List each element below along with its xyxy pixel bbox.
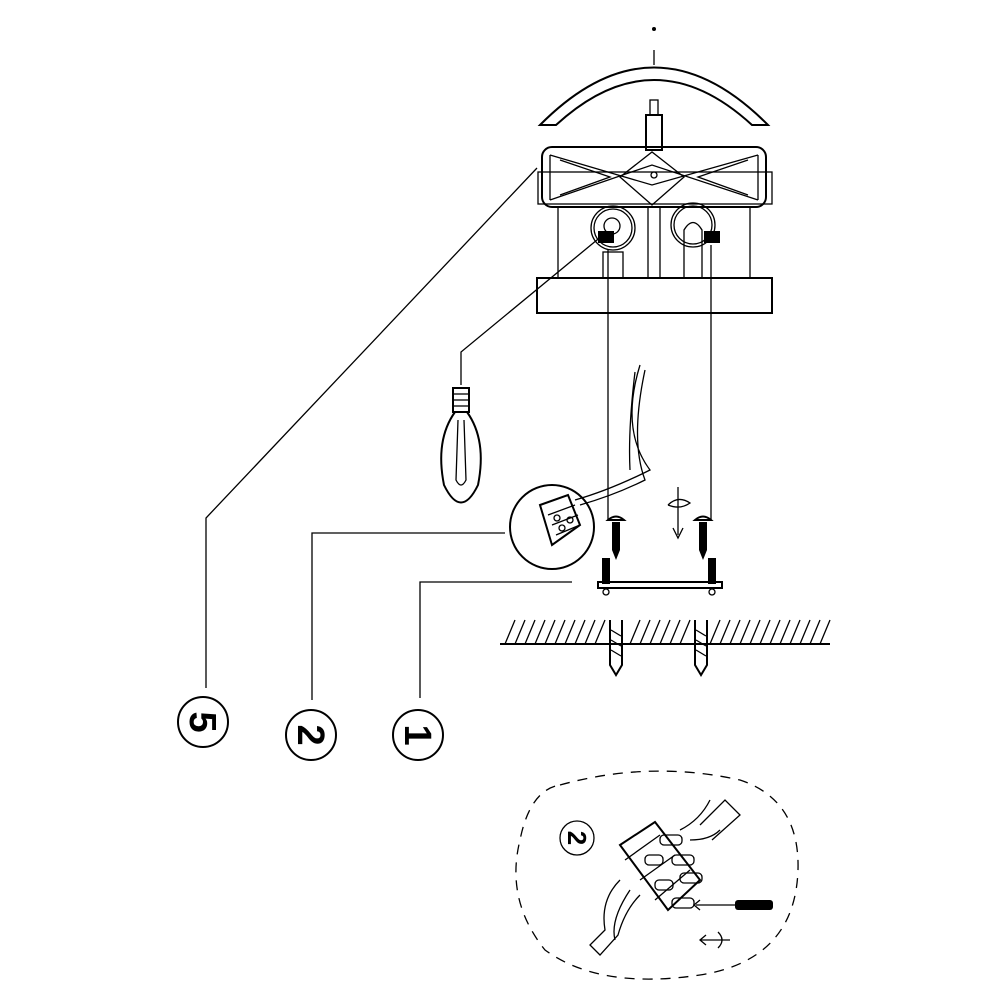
mounting-bracket bbox=[597, 558, 723, 596]
screw-right bbox=[692, 515, 714, 560]
leader-line-2 bbox=[311, 532, 505, 700]
callout-5-label: 5 bbox=[181, 711, 223, 732]
callout-1: 1 bbox=[392, 709, 444, 761]
terminal-block-magnifier bbox=[509, 484, 595, 570]
wiring-detail-view: 2 bbox=[515, 770, 799, 980]
leader-line-5 bbox=[205, 167, 538, 688]
leader-line-1 bbox=[419, 581, 572, 698]
ceiling-canopy-arch bbox=[537, 27, 771, 126]
callout-2-label: 2 bbox=[289, 724, 331, 745]
callout-1-label: 1 bbox=[396, 724, 438, 745]
supply-wires bbox=[574, 364, 651, 506]
rotate-arrow-icon bbox=[667, 487, 692, 540]
lamp-body bbox=[536, 146, 773, 314]
bulb-leader-line bbox=[460, 234, 604, 385]
mounting-rod bbox=[645, 99, 663, 151]
ceiling-surface bbox=[500, 619, 831, 677]
detail-label: 2 bbox=[562, 831, 592, 845]
callout-2: 2 bbox=[285, 709, 337, 761]
candle-bulb bbox=[440, 387, 482, 504]
screw-left bbox=[605, 515, 627, 560]
callout-5: 5 bbox=[177, 696, 229, 748]
